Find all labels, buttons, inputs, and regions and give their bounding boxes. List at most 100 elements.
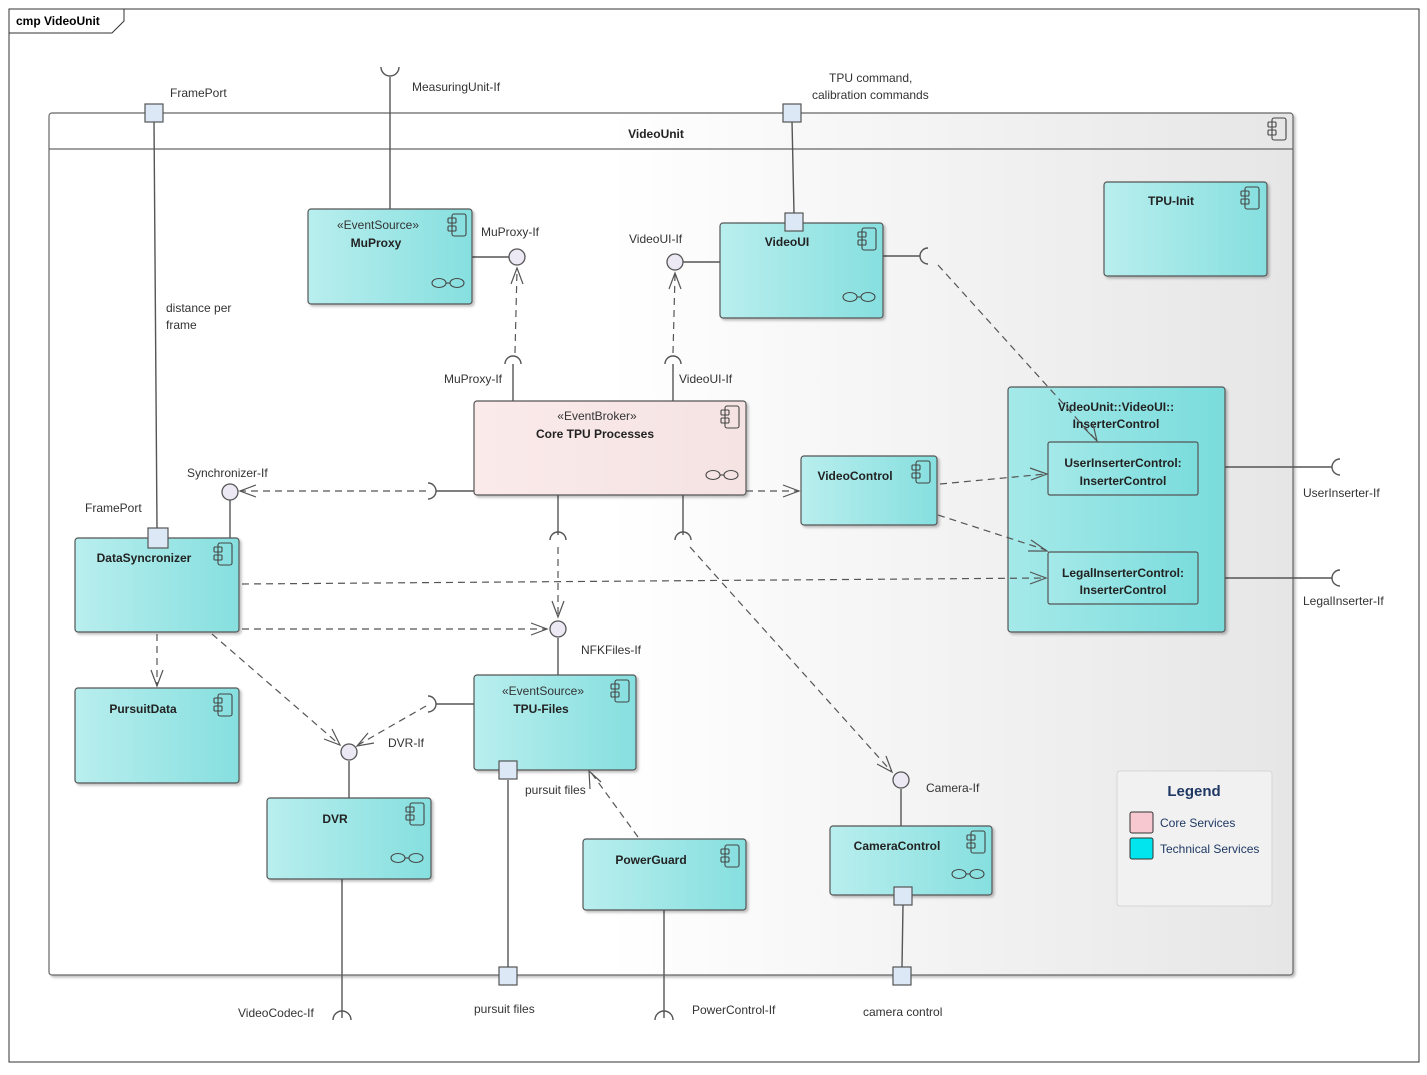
videocontrol-name: VideoControl xyxy=(817,469,892,483)
frameport-top-port[interactable] xyxy=(144,103,164,123)
datasync-name: DataSyncronizer xyxy=(97,551,192,565)
tpuinit-name: TPU-Init xyxy=(1148,194,1194,208)
ports xyxy=(144,103,913,986)
component-icon xyxy=(966,830,986,854)
cameracontrol-name: CameraControl xyxy=(854,839,941,853)
core-name: Core TPU Processes xyxy=(536,427,654,441)
nfkfiles-if-lollipop[interactable] xyxy=(549,620,567,638)
muproxy-if-top-label: MuProxy-If xyxy=(481,225,540,239)
muproxy-if-req-label: MuProxy-If xyxy=(444,372,503,386)
container-title: VideoUnit xyxy=(628,127,684,141)
component-icon xyxy=(1240,186,1260,210)
camera-if-lollipop[interactable] xyxy=(892,771,910,789)
tpu-command-label-line2: calibration commands xyxy=(812,88,929,102)
legal-inserter-control-part[interactable]: LegalInserterControl: InserterControl xyxy=(1047,551,1199,605)
userinserter-if-label: UserInserter-If xyxy=(1303,486,1380,500)
legend-swatch-core xyxy=(1129,811,1154,834)
component-icon xyxy=(720,844,740,868)
datasyncronizer-component[interactable]: DataSyncronizer xyxy=(74,537,240,633)
powerguard-component[interactable]: PowerGuard xyxy=(582,838,747,911)
core-synchronizer-socket[interactable] xyxy=(427,482,437,500)
solid-connectors xyxy=(153,77,1332,1018)
pursuit-files-outer-label: pursuit files xyxy=(474,1002,535,1016)
delegate-icon xyxy=(842,291,876,303)
component-icon xyxy=(857,227,877,251)
frameport-inner-label: FramePort xyxy=(85,501,142,515)
connector-labels: FramePort MeasuringUnit-If TPU command, … xyxy=(85,71,1384,1020)
component-icon xyxy=(213,693,233,717)
muproxy-name: MuProxy xyxy=(351,236,402,250)
videoui-port[interactable] xyxy=(784,212,804,232)
cameracontrol-port[interactable] xyxy=(893,886,913,906)
userinserter-if-socket[interactable] xyxy=(1331,458,1341,476)
pursuit-files-port[interactable] xyxy=(498,966,518,986)
core-stereotype: «EventBroker» xyxy=(557,409,637,423)
camera-if-label: Camera-If xyxy=(926,781,980,795)
component-icon xyxy=(405,802,425,826)
legalinserter-if-socket[interactable] xyxy=(1331,569,1341,587)
synchronizer-if-label: Synchronizer-If xyxy=(187,466,268,480)
frame-label: cmp VideoUnit xyxy=(16,14,100,28)
legalinserter-name-line2: InserterControl xyxy=(1080,583,1167,597)
frameport-inner-port[interactable] xyxy=(147,527,169,549)
core-nfkfiles-socket[interactable] xyxy=(549,531,567,541)
videoui-component[interactable]: VideoUI xyxy=(719,222,884,319)
powercontrol-if-socket[interactable] xyxy=(654,1010,674,1021)
legend-item-core: Core Services xyxy=(1160,816,1235,830)
muproxy-if-socket[interactable] xyxy=(504,355,522,365)
distance-label-line2: frame xyxy=(166,318,197,332)
videoui-if-socket[interactable] xyxy=(664,355,682,365)
required-interfaces xyxy=(332,66,1341,1021)
tpufiles-pursuit-port[interactable] xyxy=(498,760,518,780)
cameracontrol-component[interactable]: CameraControl xyxy=(829,825,993,896)
videounit-container[interactable]: VideoUnit xyxy=(48,112,1294,976)
tpuinit-component[interactable]: TPU-Init xyxy=(1103,181,1268,277)
dvr-if-lollipop[interactable] xyxy=(340,743,358,761)
dependency-connectors xyxy=(150,264,1099,838)
legalinserter-if-label: LegalInserter-If xyxy=(1303,594,1384,608)
component-icon xyxy=(213,542,233,566)
core-tpu-processes-component[interactable]: «EventBroker» Core TPU Processes xyxy=(473,400,747,496)
legend: Legend Core Services Technical Services xyxy=(1116,770,1273,907)
tpu-files-component[interactable]: «EventSource» TPU-Files xyxy=(473,674,637,771)
measuringunit-if-socket[interactable] xyxy=(380,66,400,77)
camera-control-label: camera control xyxy=(863,1005,942,1019)
camera-control-port[interactable] xyxy=(892,966,912,986)
powerguard-name: PowerGuard xyxy=(615,853,686,867)
tpu-command-label-line1: TPU command, xyxy=(829,71,912,85)
component-icon xyxy=(610,679,630,703)
videocontrol-component[interactable]: VideoControl xyxy=(800,455,938,526)
tpufiles-dvr-socket[interactable] xyxy=(427,695,437,713)
muproxy-component[interactable]: «EventSource» MuProxy xyxy=(307,208,473,305)
user-inserter-control-part[interactable]: UserInserterControl: InserterControl xyxy=(1047,441,1199,496)
delegate-icon xyxy=(705,469,739,481)
videoui-req-socket[interactable] xyxy=(919,247,929,265)
muproxy-if-lollipop[interactable] xyxy=(508,248,526,266)
delegate-icon xyxy=(431,277,465,289)
legalinserter-name-line1: LegalInserterControl: xyxy=(1062,566,1184,580)
nfkfiles-if-label: NFKFiles-If xyxy=(581,643,642,657)
tpufiles-name: TPU-Files xyxy=(513,702,569,716)
delegate-icon xyxy=(951,868,985,880)
videoui-if-lollipop[interactable] xyxy=(666,253,684,271)
frameport-top-label: FramePort xyxy=(170,86,227,100)
videocodec-if-label: VideoCodec-If xyxy=(238,1006,314,1020)
muproxy-stereotype: «EventSource» xyxy=(337,218,419,232)
videoui-name: VideoUI xyxy=(765,235,809,249)
core-camera-socket[interactable] xyxy=(674,531,692,541)
tpu-command-port[interactable] xyxy=(782,103,802,123)
measuringunit-if-label: MeasuringUnit-If xyxy=(412,80,501,94)
synchronizer-if-lollipop[interactable] xyxy=(221,483,239,501)
tpufiles-stereotype: «EventSource» xyxy=(502,684,584,698)
videocodec-if-socket[interactable] xyxy=(332,1010,352,1021)
legend-item-technical: Technical Services xyxy=(1160,842,1259,856)
videoui-if-req-label: VideoUI-If xyxy=(679,372,733,386)
pursuitdata-component[interactable]: PursuitData xyxy=(74,687,240,784)
provided-interfaces xyxy=(221,248,910,789)
videoui-if-top-label: VideoUI-If xyxy=(629,232,683,246)
legend-swatch-technical xyxy=(1129,837,1154,860)
dvr-component[interactable]: DVR xyxy=(266,797,432,880)
legend-title: Legend xyxy=(1167,783,1220,800)
